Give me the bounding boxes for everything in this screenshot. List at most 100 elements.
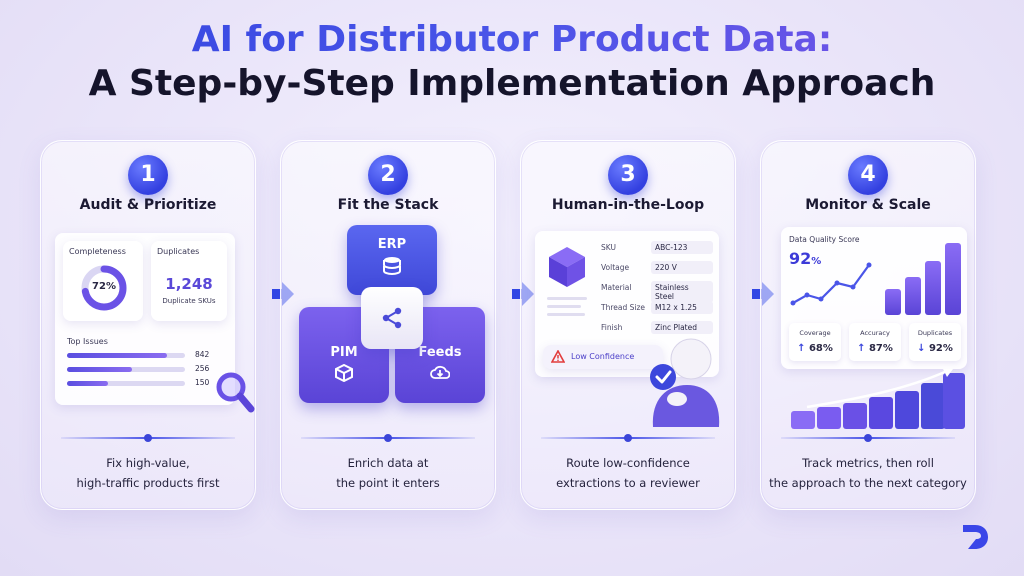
issue-count: 842 xyxy=(195,350,210,359)
magnifier-icon xyxy=(216,372,255,413)
step-card-1: 1 Audit & Prioritize Completeness 72% Du… xyxy=(40,140,256,510)
score-number: 92 xyxy=(789,249,812,268)
desc-line-1: Track metrics, then roll xyxy=(802,456,934,470)
connector-tile xyxy=(361,287,423,349)
reviewer-avatar xyxy=(650,338,720,427)
step-number-badge: 2 xyxy=(368,155,408,195)
attribute-label: Finish xyxy=(601,323,623,332)
step-number-badge: 1 xyxy=(128,155,168,195)
issue-bar-fill xyxy=(67,367,132,372)
attribute-label: Voltage xyxy=(601,263,630,272)
top-issues-label: Top Issues xyxy=(67,337,108,346)
feeds-label: Feeds xyxy=(418,345,462,360)
trend-line xyxy=(790,262,872,306)
completeness-label: Completeness xyxy=(69,247,126,256)
quality-dashboard: Data Quality Score 92% Coverage ↑ 68% Accu… xyxy=(781,227,967,369)
title-line-2: A Step-by-Step Implementation Approach xyxy=(88,63,936,104)
title-line-1: AI for Distributor Product Data: xyxy=(0,18,1024,62)
step-description: Track metrics, then roll the approach to… xyxy=(769,453,967,493)
issue-count: 150 xyxy=(195,378,210,387)
kpi-bar-1 xyxy=(885,289,901,315)
step-card-4: 4 Monitor & Scale Data Quality Score 92%… xyxy=(760,140,976,510)
trend-arrow-icon: ↓ xyxy=(917,343,926,354)
issue-count: 256 xyxy=(195,364,210,373)
stat-value: ↑ 68% xyxy=(789,343,841,354)
step-title: Monitor & Scale xyxy=(805,197,931,213)
issue-bar-track xyxy=(67,353,185,358)
cloud-download-icon xyxy=(430,365,451,379)
box-icon xyxy=(335,363,353,383)
desc-line-1: Enrich data at xyxy=(347,456,429,470)
issue-bar-fill xyxy=(67,381,109,386)
stat-value: ↑ 87% xyxy=(849,343,901,354)
erp-label: ERP xyxy=(377,237,407,252)
step-description: Fix high-value, high-traffic products fi… xyxy=(49,453,247,493)
duplicates-widget: Duplicates 1,248 Duplicate SKUs xyxy=(151,241,227,321)
trend-arrow-icon: ↑ xyxy=(797,343,806,354)
kpi-bar-3 xyxy=(925,261,941,315)
issue-bar-track xyxy=(67,367,185,372)
brand-logo-icon xyxy=(963,525,988,549)
attribute-label: Material xyxy=(601,283,632,292)
step-title: Fit the Stack xyxy=(337,197,439,213)
stat-number: 92% xyxy=(928,343,953,354)
stat-value: ↓ 92% xyxy=(909,343,961,354)
attribute-value: Zinc Plated xyxy=(651,321,713,334)
desc-line-1: Fix high-value, xyxy=(106,456,190,470)
score-label: Data Quality Score xyxy=(789,235,860,244)
step-number-badge: 4 xyxy=(848,155,888,195)
duplicates-value: 1,248 xyxy=(165,275,213,293)
card-divider xyxy=(781,434,955,442)
attribute-value: ABC-123 xyxy=(651,241,713,254)
erp-tile: ERP xyxy=(347,225,437,295)
alert-label: Low Confidence xyxy=(571,352,635,361)
stat-number: 68% xyxy=(808,343,833,354)
attribute-label: SKU xyxy=(601,243,616,252)
step-title: Human-in-the-Loop xyxy=(551,197,705,213)
attribute-value: Stainless Steel xyxy=(651,281,713,303)
share-nodes-icon xyxy=(382,307,402,329)
completeness-widget: Completeness 72% xyxy=(63,241,143,321)
completeness-value: 72% xyxy=(92,281,116,292)
desc-line-2: the approach to the next category xyxy=(769,476,967,490)
step-title: Audit & Prioritize xyxy=(79,197,217,213)
card-divider xyxy=(541,434,715,442)
issue-bar-track xyxy=(67,381,185,386)
issue-bar-fill xyxy=(67,353,168,358)
kpi-bar-4 xyxy=(945,243,961,315)
card-divider xyxy=(61,434,235,442)
kpi-bar-2 xyxy=(905,277,921,315)
completeness-donut xyxy=(81,265,127,311)
low-confidence-alert: Low Confidence xyxy=(543,345,663,369)
pim-label: PIM xyxy=(330,345,358,360)
product-cube-icon xyxy=(549,247,585,287)
step-number-badge: 3 xyxy=(608,155,648,195)
desc-line-2: the point it enters xyxy=(336,476,440,490)
stat-box: Coverage ↑ 68% xyxy=(789,323,841,361)
database-icon xyxy=(383,257,401,275)
audit-dashboard: Completeness 72% Duplicates 1,248 Duplic… xyxy=(55,233,235,405)
attribute-value: 220 V xyxy=(651,261,713,274)
card-divider xyxy=(301,434,475,442)
stat-number: 87% xyxy=(868,343,893,354)
step-description: Enrich data at the point it enters xyxy=(289,453,487,493)
attribute-label: Thread Size xyxy=(601,303,646,312)
trend-arrow-icon: ↑ xyxy=(857,343,866,354)
page-title: AI for Distributor Product Data: A Step-… xyxy=(0,18,1024,106)
completeness-arc xyxy=(81,265,127,311)
step-card-2: 2 Fit the Stack ERP PIM Feeds xyxy=(280,140,496,510)
desc-line-1: Route low-confidence xyxy=(566,456,690,470)
duplicates-sub: Duplicate SKUs xyxy=(162,297,216,305)
warning-icon xyxy=(551,350,565,363)
desc-line-2: extractions to a reviewer xyxy=(556,476,700,490)
stat-box: Accuracy↑ 87% xyxy=(849,323,901,361)
stat-label: Duplicates xyxy=(917,329,953,337)
score-value: 92% xyxy=(789,249,821,268)
score-unit: % xyxy=(811,256,822,267)
desc-line-2: high-traffic products first xyxy=(76,476,220,490)
step-description: Route low-confidence extractions to a re… xyxy=(529,453,727,493)
growth-bars-graphic xyxy=(791,369,965,429)
stat-box: Duplicates ↓ 92% xyxy=(909,323,961,361)
stat-label: Coverage xyxy=(799,329,831,337)
